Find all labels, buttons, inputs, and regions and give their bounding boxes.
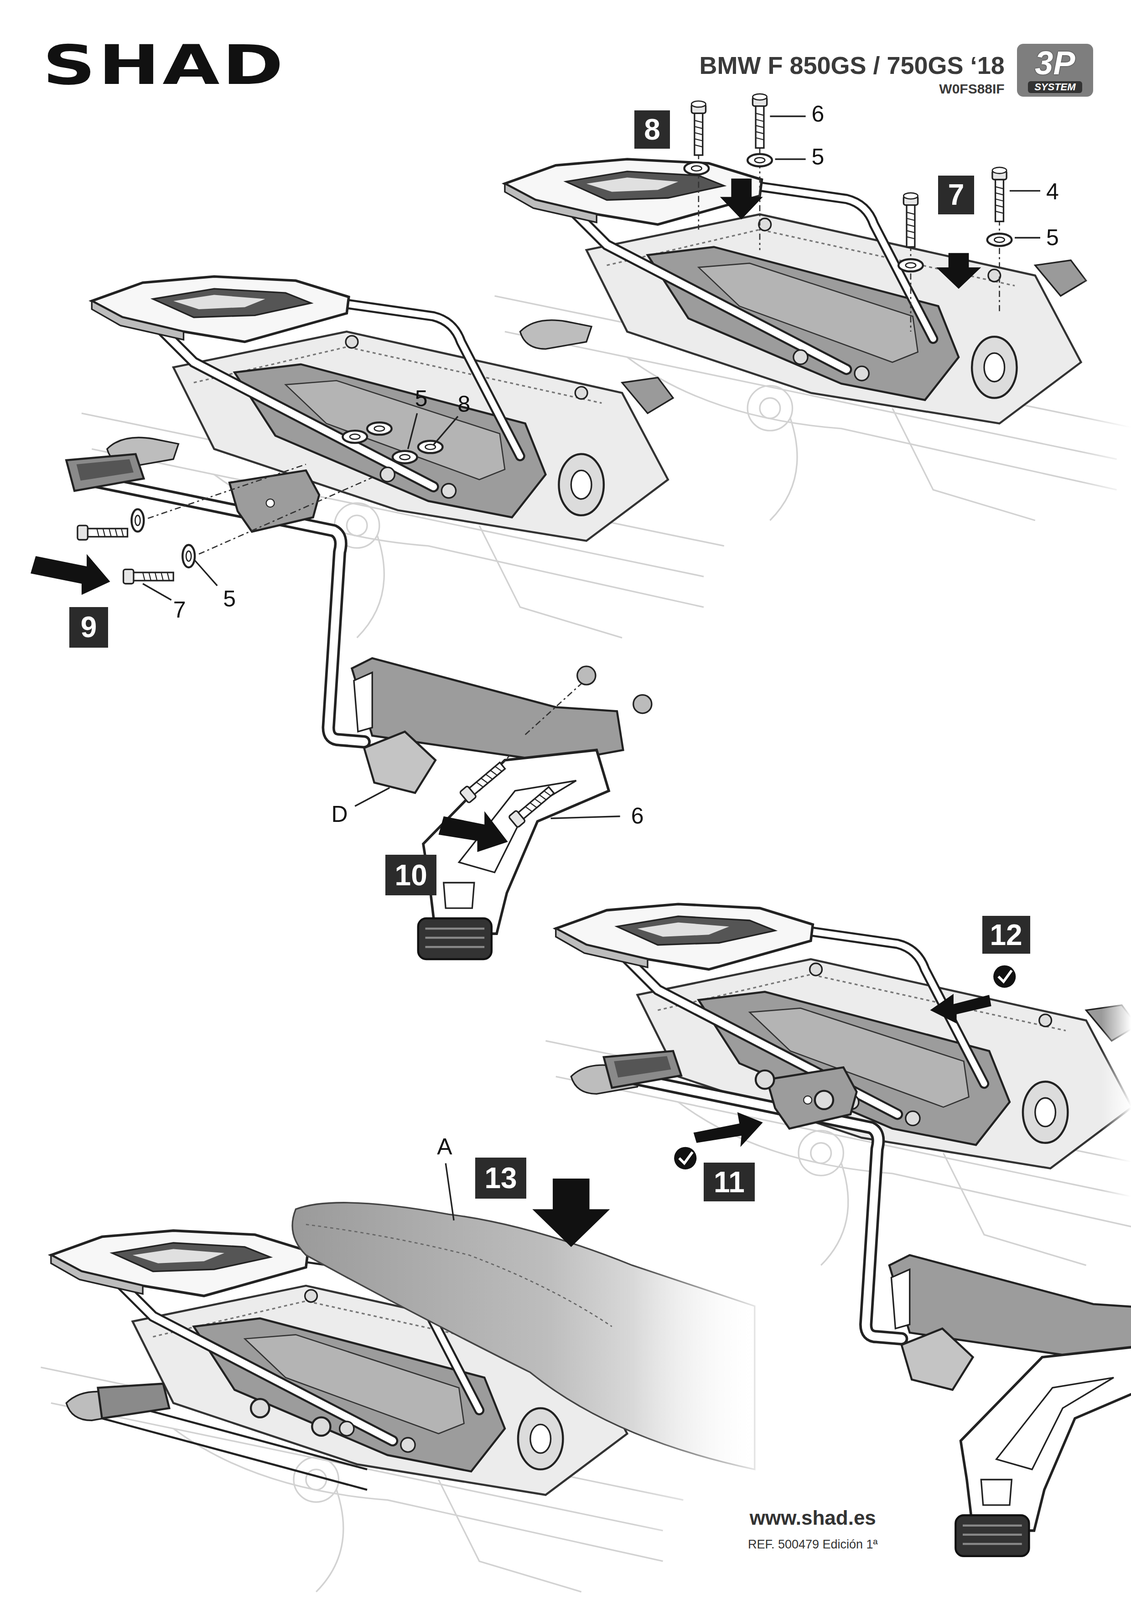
callout-number: 5 bbox=[811, 145, 825, 169]
step-label: 10 bbox=[394, 860, 428, 890]
callout-number: 5 bbox=[1046, 226, 1059, 250]
callout-number: 6 bbox=[631, 804, 644, 828]
callout-letter: A bbox=[436, 1135, 452, 1158]
callout-number: 8 bbox=[457, 392, 471, 416]
callout-number: 5 bbox=[223, 587, 236, 611]
brand-logo: SHAD bbox=[42, 37, 286, 93]
callout-letter: D bbox=[331, 802, 348, 826]
step-number: 8 bbox=[634, 110, 670, 150]
step-label: 8 bbox=[643, 114, 661, 145]
callout-number: 6 bbox=[811, 102, 825, 126]
step-label: 7 bbox=[948, 180, 965, 210]
step-number: 11 bbox=[703, 1162, 755, 1202]
part-code: W0FS88IF bbox=[939, 82, 1005, 96]
website: www.shad.es bbox=[749, 1507, 877, 1528]
badge-word: SYSTEM bbox=[1027, 81, 1082, 94]
model-title: BMW F 850GS / 750GS ‘18 bbox=[699, 52, 1005, 78]
step-label: 12 bbox=[989, 920, 1023, 950]
step-number: 7 bbox=[938, 175, 974, 215]
system-badge: 3PSYSTEM bbox=[1016, 43, 1094, 97]
badge-mark: 3P bbox=[1034, 46, 1075, 80]
step-number: 9 bbox=[69, 607, 109, 648]
step-label: 11 bbox=[713, 1167, 745, 1197]
step-label: 13 bbox=[484, 1163, 517, 1193]
callout-number: 7 bbox=[173, 598, 187, 622]
callout-number: 4 bbox=[1046, 180, 1059, 203]
step-number: 12 bbox=[982, 915, 1031, 954]
step-label: 9 bbox=[80, 612, 98, 642]
step-number: 10 bbox=[385, 854, 437, 896]
step-number: 13 bbox=[475, 1157, 527, 1199]
reference-note: REF. 500479 Edición 1ª bbox=[747, 1537, 878, 1551]
callout-number: 5 bbox=[415, 387, 428, 410]
